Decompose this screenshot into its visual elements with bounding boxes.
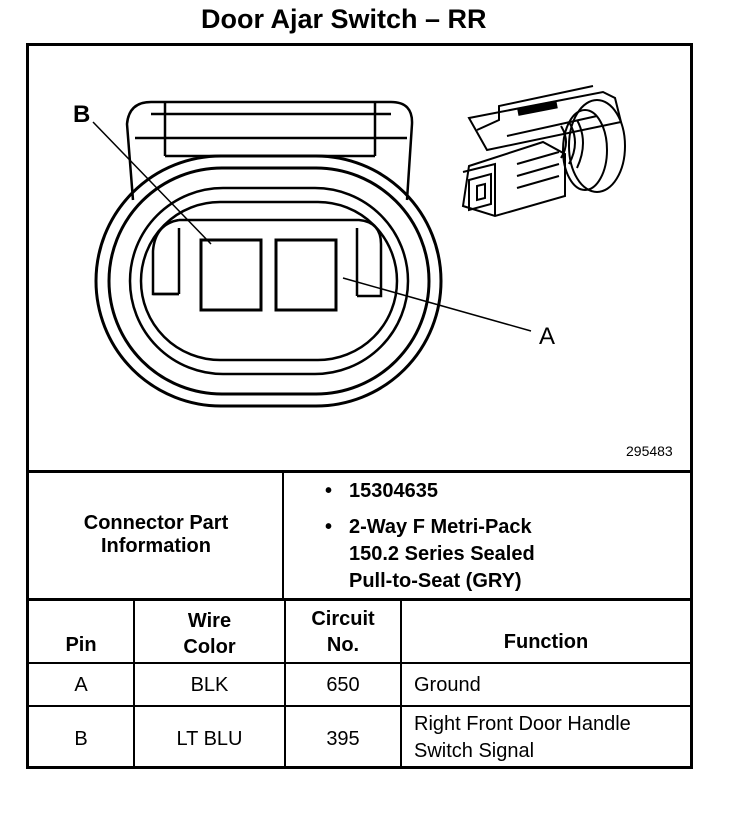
header-wire-color-line2: Color — [183, 636, 236, 658]
connector-perspective-illustration — [461, 85, 626, 218]
connector-diagram: B A 295483 — [29, 46, 690, 471]
bullet-icon: • — [325, 516, 333, 538]
row-b-pin: B — [74, 728, 88, 750]
part-number: 15304635 — [349, 480, 438, 502]
header-wire-color-line1: Wire — [187, 610, 232, 632]
divider-info-col — [282, 470, 284, 600]
divider-diagram — [26, 470, 693, 473]
header-circuit-line2: No. — [326, 634, 360, 656]
row-b-wire-color: LT BLU — [176, 728, 243, 750]
connector-face-drawing: B A — [73, 85, 626, 408]
header-pin: Pin — [65, 634, 97, 656]
part-number-item: • 15304635 — [325, 480, 438, 503]
row-a-function: Ground — [414, 674, 481, 696]
divider-info — [26, 598, 693, 601]
connector-info-label-line2: Information — [101, 535, 211, 557]
divider-col-wire — [284, 600, 286, 768]
row-b-function-line2: Switch Signal — [414, 740, 535, 762]
row-b-function-line1: Right Front Door Handle — [414, 713, 631, 735]
header-circuit-line1: Circuit — [311, 608, 375, 630]
divider-col-pin — [133, 600, 135, 768]
connector-info-label-line1: Connector Part — [83, 512, 229, 534]
divider-header — [26, 662, 693, 664]
row-b-function: Right Front Door Handle Switch Signal — [414, 711, 631, 765]
row-a-pin: A — [74, 674, 88, 696]
part-desc-line3: Pull-to-Seat (GRY) — [349, 570, 522, 592]
callout-b: B — [73, 101, 90, 128]
header-wire-color: Wire Color — [135, 608, 284, 660]
header-function: Function — [503, 631, 589, 653]
row-b-circuit: 395 — [326, 728, 360, 750]
connector-info-label: Connector Part Information — [40, 512, 272, 558]
row-a-wire-color: BLK — [190, 674, 229, 696]
part-desc-line2: 150.2 Series Sealed — [349, 543, 535, 565]
callout-a: A — [539, 323, 555, 350]
row-a-circuit: 650 — [326, 674, 360, 696]
connector-table-frame — [26, 43, 693, 769]
divider-row-a — [26, 705, 693, 707]
part-description-item: • 2-Way F Metri-Pack 150.2 Series Sealed… — [325, 514, 535, 595]
bullet-icon: • — [325, 480, 333, 502]
divider-col-circuit — [400, 600, 402, 768]
figure-number: 295483 — [626, 443, 673, 459]
header-circuit: Circuit No. — [286, 606, 400, 658]
title-text: Door Ajar Switch – RR — [201, 4, 487, 34]
part-desc-line1: 2-Way F Metri-Pack — [349, 516, 532, 538]
